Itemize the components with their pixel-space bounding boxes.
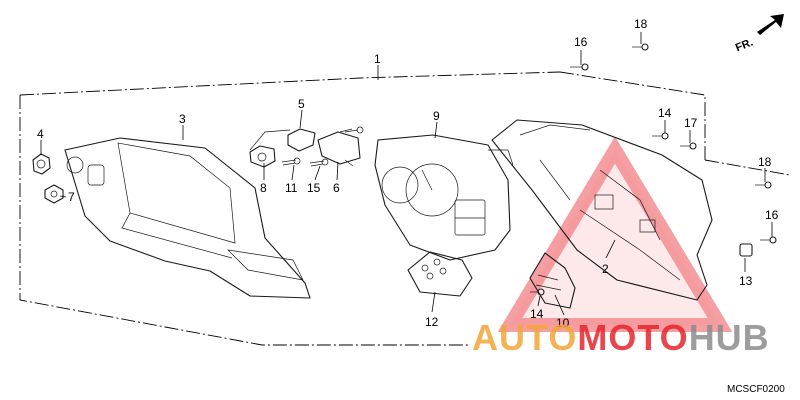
bolt-18-right <box>755 181 772 189</box>
part-3-cover <box>64 137 311 299</box>
part-11-screw <box>281 157 301 166</box>
front-label: FR. <box>734 36 755 54</box>
part-9-dial-panel <box>374 134 514 261</box>
part-12-indicator-plate <box>407 251 473 297</box>
part-7-knob <box>44 184 64 204</box>
callout-16-right: 16 <box>765 208 779 222</box>
callout-18-right: 18 <box>758 155 772 169</box>
watermark-triangle <box>497 136 733 332</box>
front-direction-arrow: FR. <box>734 14 784 54</box>
callout-6: 6 <box>333 181 340 195</box>
bolt-14-right <box>652 132 669 140</box>
bolt-14-bottom <box>530 288 545 296</box>
part-4-knob <box>32 153 51 175</box>
callout-11: 11 <box>285 181 298 195</box>
part-15-screw <box>309 158 329 167</box>
callout-1: 1 <box>374 52 381 66</box>
callout-14-bottom: 14 <box>530 307 544 321</box>
watermark-part-hub: HUB <box>689 317 770 358</box>
callout-9: 9 <box>433 109 440 123</box>
callout-12: 12 <box>425 315 439 329</box>
part-6-harness <box>317 128 361 167</box>
part-8-socket <box>249 145 276 168</box>
callout-4: 4 <box>37 127 44 141</box>
bolt-16-top <box>570 63 589 71</box>
watermark-text: AUTOMOTOHUB <box>472 317 770 358</box>
leader-lines <box>40 32 773 316</box>
assembly-frame <box>19 71 791 346</box>
part-5-screw <box>344 126 364 134</box>
callout-7: 7 <box>68 190 75 204</box>
bolt-17 <box>680 142 697 150</box>
part-2-housing <box>491 119 713 301</box>
part-5-bulb-socket <box>249 128 316 152</box>
watermark-part-moto: MOTO <box>577 317 688 358</box>
drawing-code: MCSCF0200 <box>727 384 785 395</box>
callout-8: 8 <box>260 181 267 195</box>
callout-2: 2 <box>602 262 609 276</box>
watermark-part-auto: AUTO <box>472 317 577 358</box>
callout-15: 15 <box>307 181 321 195</box>
callout-5: 5 <box>298 97 305 111</box>
svg-text:AUTOMOTOHUB: AUTOMOTOHUB <box>472 317 770 358</box>
bolt-16-right <box>760 236 777 244</box>
callout-13: 13 <box>739 274 753 288</box>
callout-3: 3 <box>179 112 186 126</box>
callout-18-top: 18 <box>634 17 648 31</box>
part-10-board <box>529 252 576 309</box>
part-13-grommet <box>739 243 753 257</box>
callout-10: 10 <box>556 316 570 330</box>
callout-14-right: 14 <box>658 106 672 120</box>
callout-17: 17 <box>684 116 698 130</box>
callout-numbers: 1 2 3 4 5 6 7 8 9 10 11 12 13 14 14 15 1… <box>37 17 779 330</box>
bolt-18-top <box>632 43 649 51</box>
callout-16-top: 16 <box>574 35 588 49</box>
